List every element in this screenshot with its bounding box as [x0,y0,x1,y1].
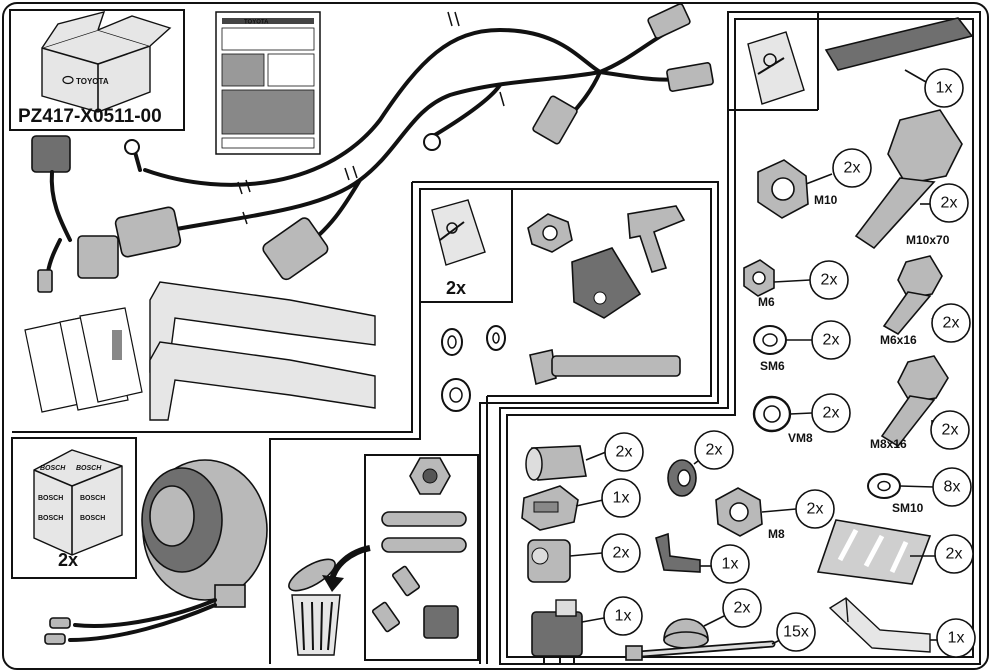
rubber-sleeve-icon [526,446,586,480]
part-number: PZ417-X0511-00 [18,106,162,127]
horn-brand-label: BOSCH [80,515,105,522]
horn-brand-label: BOSCH [40,465,66,472]
horn-brand-label: BOSCH [38,495,63,502]
bolt-m10x70-icon [856,110,962,248]
qty-pad: 1x [936,80,953,97]
qty-nut-m10: 2x [844,160,861,177]
label-m10: M10 [814,193,838,207]
ring-terminal-icon [125,140,139,154]
qty-nut-m8: 2x [807,501,824,518]
blade-connector-icon [647,3,691,39]
qty-cap: 2x [734,600,751,617]
harness-wire-main [145,30,600,185]
qty-clip: 1x [722,556,739,573]
cap-icon [664,619,708,648]
label-sm10: SM10 [892,501,924,515]
u-bracket-icon [572,248,640,318]
connector-a-icon [522,486,578,530]
qty-grommet: 2x [706,442,723,459]
qty-washer-vm8: 2x [823,405,840,422]
label-vm8: VM8 [788,431,813,445]
hex-bolt-icon [552,356,680,376]
paper-templates [25,308,142,412]
bag-icon [432,200,485,265]
sheet-brand-label: TOYOTA [244,20,269,26]
qty-nut-m6: 2x [821,272,838,289]
plug-connector-icon [261,216,330,282]
label-m8x16: M8x16 [870,437,907,451]
ring-terminal-icon [424,134,440,150]
relay-icon [532,600,582,664]
label-m6: M6 [758,295,775,309]
nut-m8-icon [716,488,762,536]
blade-connector-icon [666,62,713,91]
product-box: TOYOTA [42,12,170,112]
horn-box: BOSCH BOSCH BOSCH BOSCH BOSCH BOSCH [34,450,122,555]
protective-foil-icon [818,520,930,584]
qty-angle-bracket: 1x [948,630,965,647]
qty-bolt-m10x70: 2x [941,195,958,212]
washer-vm8-icon [754,397,790,431]
qty-sleeve: 2x [616,444,633,461]
nut-m6-icon [744,260,774,296]
qty-washer-sm6: 2x [823,332,840,349]
horn-brand-label: BOSCH [38,515,63,522]
qty-connector-b: 2x [613,545,630,562]
blade-connector-icon [532,95,578,145]
angle-bracket-icon [830,598,930,652]
qty-bolt-m8x16: 2x [942,422,959,439]
label-m10x70: M10x70 [906,233,950,247]
label-m8: M8 [768,527,785,541]
nut-m10-icon [758,160,808,218]
qty-washer-sm10: 8x [944,479,961,496]
washer-sm6-icon [754,326,786,354]
connector-b-icon [528,540,570,582]
horn-brand-label: BOSCH [76,465,102,472]
spring-clip-icon [656,534,700,572]
washer-sm10-icon [868,474,900,498]
instruction-sheet: TOYOTA [216,12,320,154]
qty-foil: 2x [946,546,963,563]
trash-bin-icon [284,553,340,655]
bracket-set: 2x [432,200,684,411]
grommet-icon [668,460,696,496]
horn-qty: 2x [58,550,78,570]
label-sm6: SM6 [760,359,785,373]
plug-connector-icon [114,206,181,258]
qty-relay: 1x [615,608,632,625]
discarded-parts [372,458,466,638]
bracket-long [150,342,375,420]
bracket-set-qty: 2x [446,278,466,298]
box-brand-label: TOYOTA [76,77,109,86]
qty-connector-a: 1x [613,490,630,507]
t-bolt-icon [628,206,684,272]
socket-connector-icon [78,236,118,278]
qty-bolt-m6x16: 2x [943,315,960,332]
label-m6x16: M6x16 [880,333,917,347]
qty-cable-tie: 15x [783,624,809,641]
foam-pad-icon [826,18,972,70]
mounting-brackets [150,282,375,420]
horn-brand-label: BOSCH [80,495,105,502]
relay-module-icon [32,136,70,172]
hardware-bag-icon [748,32,804,104]
